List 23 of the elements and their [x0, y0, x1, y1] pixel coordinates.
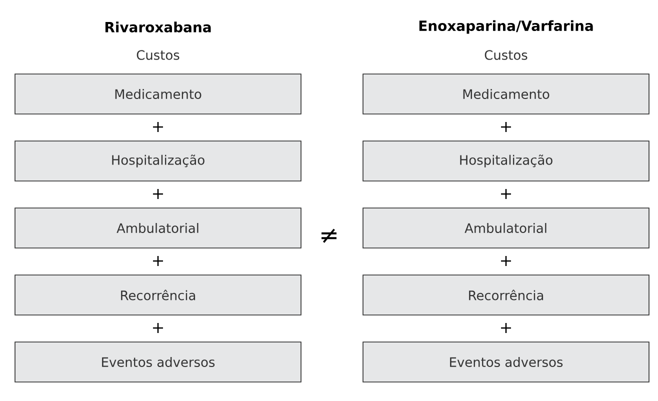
cost-box: Medicamento [362, 74, 650, 114]
cost-box: Hospitalização [14, 140, 302, 182]
cost-box: Eventos adversos [14, 342, 302, 382]
cost-box: Ambulatorial [362, 208, 650, 248]
cost-box: Medicamento [14, 74, 302, 114]
cost-box: Ambulatorial [14, 208, 302, 248]
plus-sign: + [153, 189, 163, 199]
plus-sign: + [153, 122, 163, 132]
plus-sign: + [153, 256, 163, 266]
cost-box: Eventos adversos [362, 342, 650, 382]
heading: Rivaroxabana [105, 22, 211, 32]
not-equal-sign: ≠ [322, 228, 336, 243]
plus-sign: + [153, 323, 163, 333]
cost-box: Recorrência [362, 274, 650, 316]
plus-sign: + [501, 323, 511, 333]
cost-box: Recorrência [14, 274, 302, 316]
plus-sign: + [501, 122, 511, 132]
heading: Enoxaparina/Varfarina [419, 20, 593, 34]
subheading: Custos [136, 50, 180, 60]
cost-box: Hospitalização [362, 140, 650, 182]
plus-sign: + [501, 189, 511, 199]
subheading: Custos [484, 50, 528, 60]
plus-sign: + [501, 256, 511, 266]
